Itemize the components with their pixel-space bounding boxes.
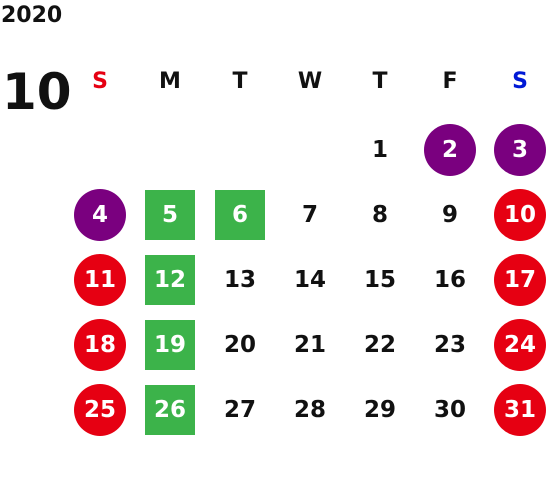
day-cell[interactable]: 16 <box>415 249 485 311</box>
day-number: 30 <box>433 397 466 423</box>
day-number: 13 <box>223 267 256 293</box>
day-cell[interactable]: 19 <box>135 314 205 376</box>
day-number: 14 <box>293 267 326 293</box>
day-cell[interactable]: 15 <box>345 249 415 311</box>
day-number: 21 <box>293 332 326 358</box>
day-cell[interactable]: 27 <box>205 379 275 441</box>
day-number: 4 <box>74 189 126 241</box>
day-number: 9 <box>441 202 458 228</box>
weekday-header: W <box>297 68 323 94</box>
weekday-header: T <box>232 68 248 94</box>
day-cell[interactable]: 9 <box>415 184 485 246</box>
day-cell[interactable]: 18 <box>65 314 135 376</box>
day-cell[interactable]: 11 <box>65 249 135 311</box>
day-number: 26 <box>145 385 195 435</box>
day-cell[interactable]: 21 <box>275 314 345 376</box>
day-cell[interactable]: 6 <box>205 184 275 246</box>
day-cell[interactable]: 20 <box>205 314 275 376</box>
day-number: 18 <box>74 319 126 371</box>
weekday-header: S <box>92 68 108 94</box>
day-cell[interactable]: 25 <box>65 379 135 441</box>
day-number: 16 <box>433 267 466 293</box>
day-number: 23 <box>433 332 466 358</box>
day-number: 28 <box>293 397 326 423</box>
day-cell[interactable]: 2 <box>415 119 485 181</box>
day-cell[interactable]: 26 <box>135 379 205 441</box>
day-cell[interactable]: 5 <box>135 184 205 246</box>
day-number: 15 <box>363 267 396 293</box>
day-number: 8 <box>371 202 388 228</box>
year-label: 2020 <box>1 3 63 28</box>
day-number: 1 <box>371 137 388 163</box>
weekday-header: F <box>442 68 458 94</box>
day-number: 27 <box>223 397 256 423</box>
day-cell[interactable]: 31 <box>485 379 548 441</box>
day-number: 2 <box>424 124 476 176</box>
day-cell[interactable]: 30 <box>415 379 485 441</box>
day-cell[interactable]: 10 <box>485 184 548 246</box>
day-number: 10 <box>494 189 546 241</box>
day-cell[interactable]: 7 <box>275 184 345 246</box>
day-cell[interactable]: 29 <box>345 379 415 441</box>
day-cell[interactable]: 23 <box>415 314 485 376</box>
day-cell[interactable]: 8 <box>345 184 415 246</box>
day-number: 5 <box>145 190 195 240</box>
day-cell[interactable]: 22 <box>345 314 415 376</box>
day-number: 20 <box>223 332 256 358</box>
day-number: 25 <box>74 384 126 436</box>
day-cell[interactable]: 13 <box>205 249 275 311</box>
day-cell[interactable]: 24 <box>485 314 548 376</box>
day-cell[interactable]: 17 <box>485 249 548 311</box>
day-cell[interactable]: 12 <box>135 249 205 311</box>
day-number: 22 <box>363 332 396 358</box>
weekday-header: S <box>512 68 528 94</box>
weekday-header: M <box>159 68 181 94</box>
day-cell[interactable]: 1 <box>345 119 415 181</box>
day-cell[interactable]: 3 <box>485 119 548 181</box>
day-number: 7 <box>301 202 318 228</box>
day-number: 24 <box>494 319 546 371</box>
day-cell[interactable]: 28 <box>275 379 345 441</box>
day-number: 19 <box>145 320 195 370</box>
weekday-header: T <box>372 68 388 94</box>
month-number: 10 <box>2 63 72 121</box>
day-number: 29 <box>363 397 396 423</box>
day-cell[interactable]: 4 <box>65 184 135 246</box>
day-number: 17 <box>494 254 546 306</box>
day-number: 31 <box>494 384 546 436</box>
day-number: 3 <box>494 124 546 176</box>
day-number: 11 <box>74 254 126 306</box>
day-cell[interactable]: 14 <box>275 249 345 311</box>
day-number: 12 <box>145 255 195 305</box>
day-number: 6 <box>215 190 265 240</box>
